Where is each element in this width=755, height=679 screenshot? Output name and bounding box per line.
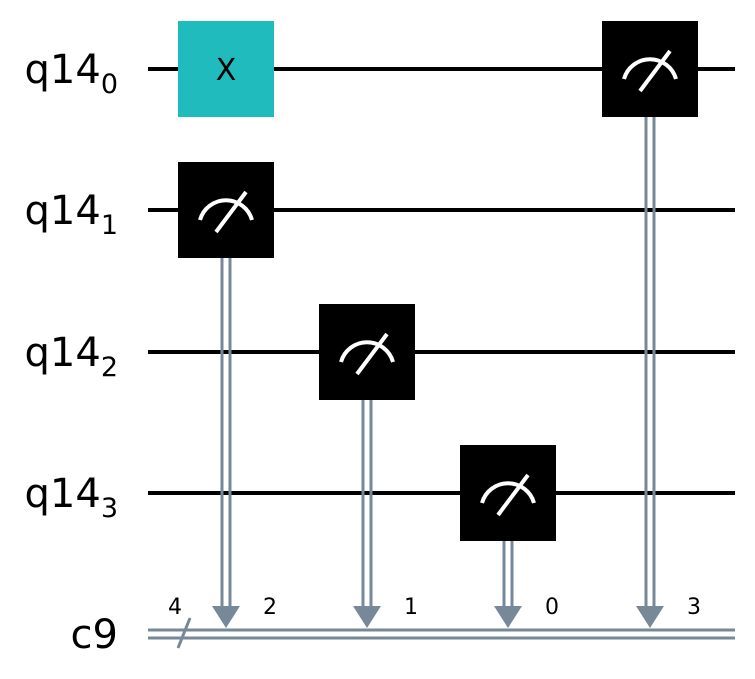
measure-gate-box — [178, 162, 274, 258]
qubit-label-base: q14 — [25, 471, 101, 517]
qubit-label-base: q14 — [25, 47, 101, 93]
classical-register-wire: 4 — [148, 595, 735, 649]
qubit-label-base: q14 — [25, 188, 101, 234]
qubit-label-index: 2 — [101, 352, 118, 383]
qubit-label-index: 3 — [101, 493, 118, 524]
x-gate-label: X — [216, 53, 237, 88]
qubit-label-1: q141 — [25, 188, 118, 241]
meter-needle-icon — [214, 190, 248, 234]
classical-register-label: c9 — [71, 612, 118, 658]
meter-icon — [339, 340, 395, 363]
qubit-label-0: q140 — [25, 47, 118, 100]
qubit-label-3: q143 — [25, 471, 118, 524]
clbit-index-label: 1 — [404, 595, 418, 620]
meter-icon — [622, 57, 678, 80]
qubit-label-index: 1 — [101, 210, 118, 241]
meter-needle-icon — [638, 49, 672, 93]
measure-arrow-head — [494, 606, 522, 628]
meter-needle-icon — [355, 332, 389, 376]
measure-arrow-head — [212, 606, 240, 628]
meter-needle-icon — [496, 473, 530, 517]
clbit-index-label: 2 — [263, 595, 277, 620]
measure-gate-box — [319, 304, 415, 400]
qubit-label-base: q14 — [25, 330, 101, 376]
measure-gate-box — [460, 445, 556, 541]
measure-arrow-head — [636, 606, 664, 628]
meter-icon — [198, 198, 254, 221]
bus-slash — [176, 617, 192, 649]
qubit-label-index: 0 — [101, 69, 118, 100]
meter-icon — [480, 481, 536, 504]
qubit-label-2: q142 — [25, 330, 118, 383]
gates: X — [178, 21, 698, 541]
x-gate-box — [178, 21, 274, 117]
clbit-index-label: 3 — [687, 595, 701, 620]
register-width-label: 4 — [168, 595, 182, 620]
clbit-index-label: 0 — [545, 595, 559, 620]
measurement-connections: 2 1 0 3 — [212, 117, 701, 628]
measure-arrow-head — [353, 606, 381, 628]
measure-gate-box — [602, 21, 698, 117]
